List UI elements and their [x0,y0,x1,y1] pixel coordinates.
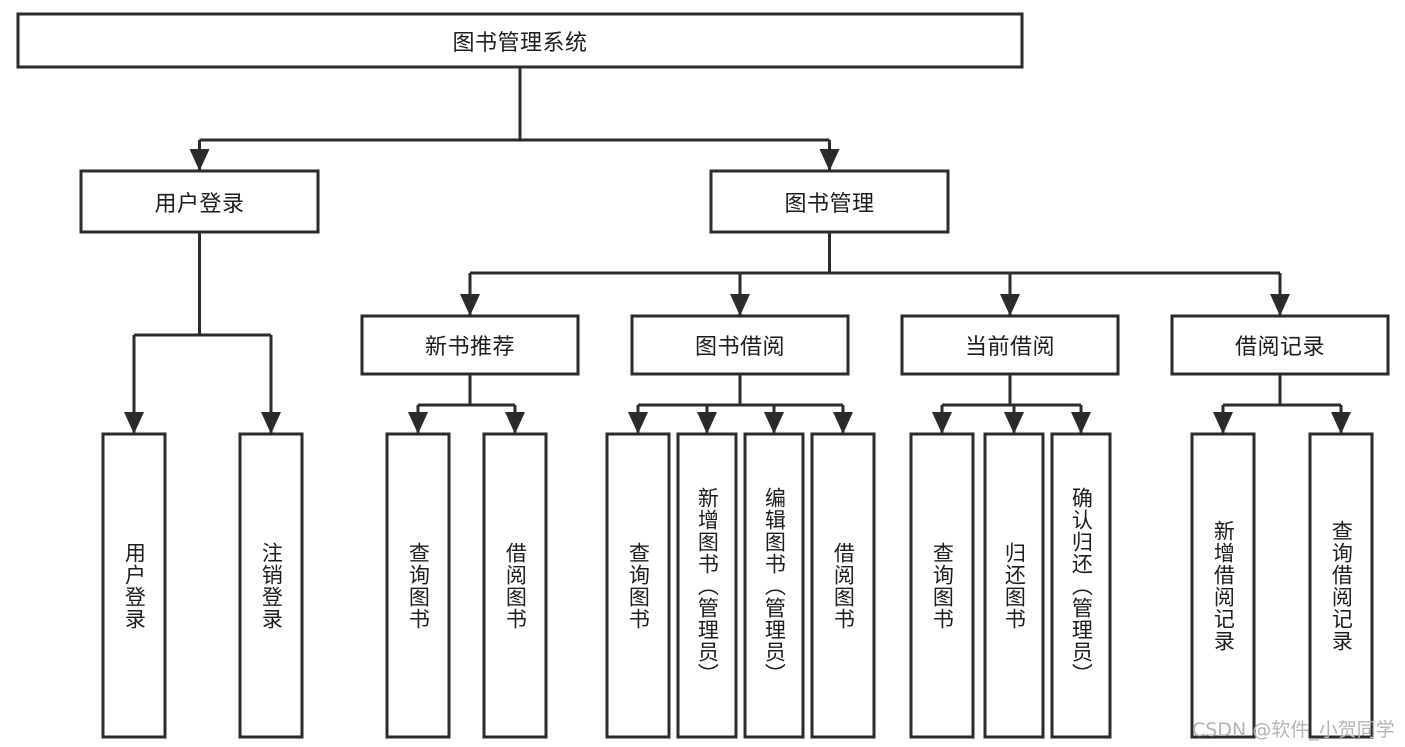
node-box-leaf-logout[interactable] [238,432,304,739]
node-box-leaf-borrow-book-1[interactable] [482,432,548,739]
node-box-borrow-record[interactable] [1170,314,1390,376]
arrow-leaf-add-record [1213,412,1233,434]
node-box-leaf-borrow-book-2[interactable] [810,432,876,739]
arrow-leaf-confirm-return [1071,412,1091,434]
node-box-leaf-add-record[interactable] [1190,432,1256,739]
arrow-current-borrow [1000,294,1020,316]
arrow-leaf-query-book-1 [408,412,428,434]
arrow-leaf-borrow-book-2 [833,412,853,434]
node-box-leaf-query-record[interactable] [1308,432,1374,739]
arrow-user-login [189,149,210,171]
arrow-leaf-query-record [1331,412,1351,434]
node-box-leaf-query-book-2[interactable] [605,432,671,739]
node-box-root[interactable] [16,12,1024,69]
arrow-leaf-borrow-book-1 [505,412,525,434]
arrow-leaf-add-book [697,412,717,434]
node-box-current-borrow[interactable] [900,314,1120,376]
arrow-new-book-rec [460,294,480,316]
node-box-leaf-confirm-return[interactable] [1050,432,1112,739]
arrow-borrow-record [1270,294,1290,316]
arrow-book-borrow [730,294,750,316]
node-box-leaf-query-book-1[interactable] [385,432,451,739]
arrow-leaf-edit-book [764,412,784,434]
arrow-leaf-query-book-2 [628,412,648,434]
arrow-leaf-logout [261,412,281,434]
node-box-leaf-user-login[interactable] [101,432,167,739]
node-box-leaf-query-book-3[interactable] [909,432,975,739]
node-box-new-book-rec[interactable] [360,314,580,376]
node-box-book-manage[interactable] [709,169,950,234]
node-box-leaf-add-book[interactable] [676,432,738,739]
node-box-book-borrow[interactable] [630,314,850,376]
arrow-leaf-query-book-3 [932,412,952,434]
node-box-leaf-return-book[interactable] [983,432,1045,739]
connector-group [124,67,1351,434]
node-box-leaf-edit-book[interactable] [743,432,805,739]
node-box-user-login[interactable] [79,169,320,234]
arrow-leaf-user-login [124,412,144,434]
arrow-book-manage [819,149,840,171]
arrow-leaf-return-book [1004,412,1024,434]
